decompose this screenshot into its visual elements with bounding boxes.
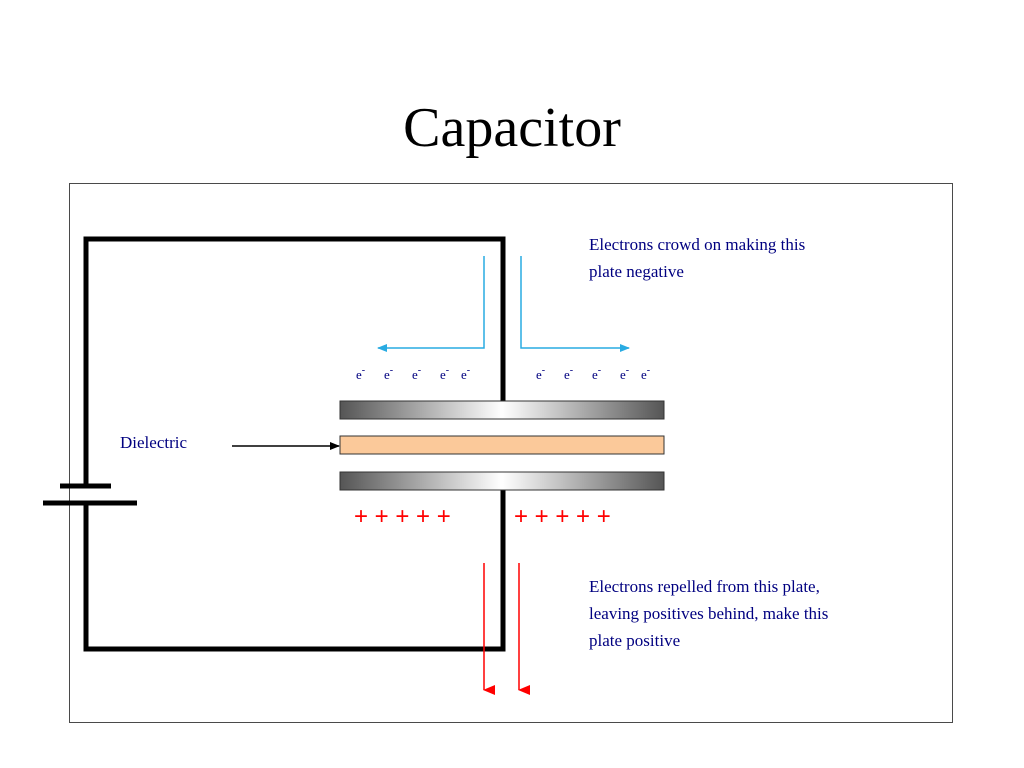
electron-label: e- — [620, 365, 629, 382]
electron-label: e- — [356, 365, 365, 382]
electron-label: e- — [440, 365, 449, 382]
electron-label: e- — [641, 365, 650, 382]
electron-label: e- — [536, 365, 545, 382]
electron-flow-arrow-left — [377, 256, 485, 352]
bottom-plate — [339, 471, 665, 491]
top-note: Electrons crowd on making this plate neg… — [589, 235, 810, 281]
bottom-note: Electrons repelled from this plate, leav… — [589, 577, 833, 650]
electron-label: e- — [461, 365, 470, 382]
diagram-frame — [69, 183, 953, 723]
electron-label: e- — [384, 365, 393, 382]
top-plate — [339, 400, 665, 420]
positive-charges-right: + + + + + — [514, 503, 611, 530]
electron-label: e- — [564, 365, 573, 382]
dielectric-layer — [339, 435, 665, 455]
electron-label: e- — [412, 365, 421, 382]
page-title: Capacitor — [403, 97, 621, 159]
circuit-wire-bottom — [83, 490, 506, 652]
positive-charges-left: + + + + + — [354, 503, 451, 530]
dielectric-label: Dielectric — [120, 433, 187, 452]
electron-label: e- — [592, 365, 601, 382]
electron-flow-arrow-right — [520, 256, 630, 352]
